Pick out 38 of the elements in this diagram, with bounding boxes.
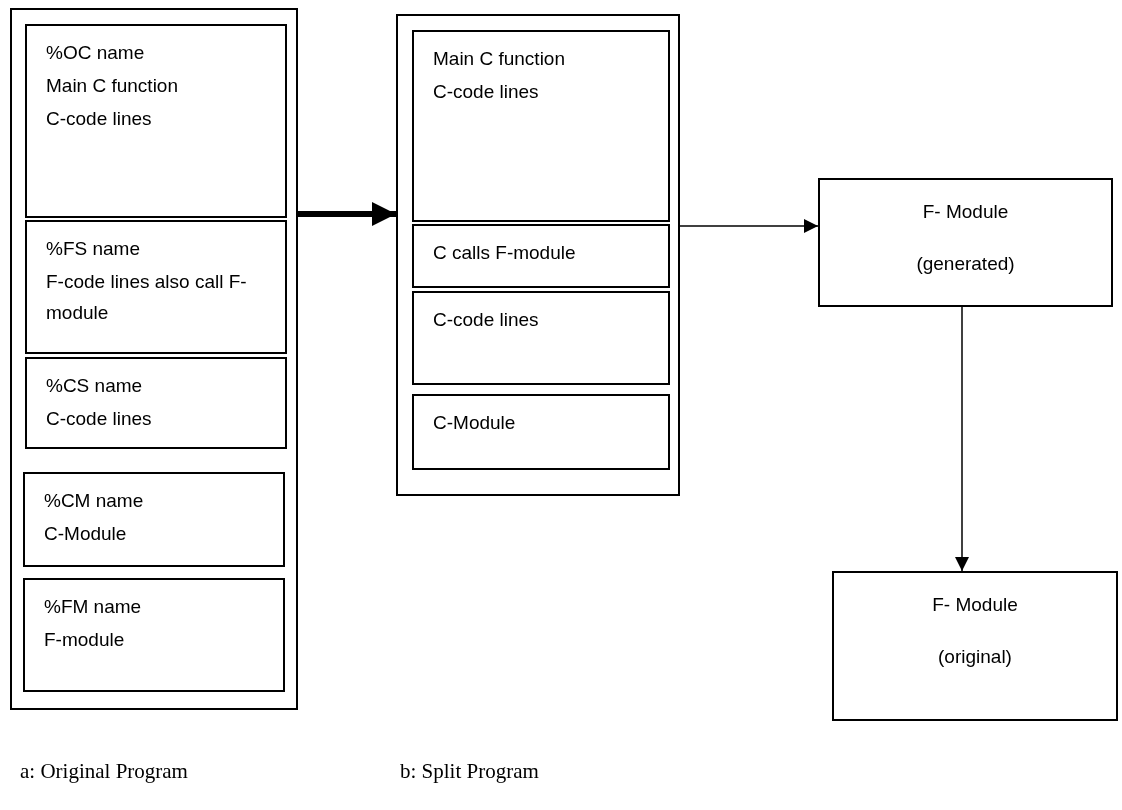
container-box: [396, 14, 680, 496]
section-text: C-code lines: [433, 80, 540, 104]
section-text: C-code lines: [433, 308, 540, 332]
section-heading: F- Module: [932, 593, 1018, 617]
code-section-box: [412, 30, 670, 222]
section-text: C calls F-module: [433, 241, 577, 265]
code-section-box: [412, 394, 670, 470]
section-text: C-code lines: [46, 407, 153, 431]
section-text: (generated): [916, 252, 1015, 276]
arrow: [955, 306, 969, 572]
section-text: C-code lines: [46, 107, 153, 131]
code-section-box: [25, 220, 287, 354]
figure-caption: b: Split Program: [400, 758, 539, 785]
section-heading: %FM name: [44, 595, 143, 619]
section-text: (original): [938, 645, 1012, 669]
section-text: C-Module: [44, 522, 128, 546]
module-box: [818, 178, 1113, 307]
section-text: F-code lines also call F-module: [46, 270, 248, 325]
code-section-box: [23, 472, 285, 567]
section-heading: Main C function: [433, 47, 566, 71]
code-section-box: [25, 357, 287, 449]
container-box: [10, 8, 298, 710]
section-text: C-Module: [433, 411, 517, 435]
section-heading: %CM name: [44, 489, 145, 513]
section-heading: F- Module: [922, 200, 1009, 224]
module-box: [832, 571, 1118, 721]
section-text: F-module: [44, 628, 126, 652]
code-section-box: [412, 224, 670, 288]
section-heading: %CS name: [46, 374, 144, 398]
section-heading: %OC name: [46, 41, 146, 65]
code-section-box: [25, 24, 287, 218]
arrow: [298, 202, 396, 226]
section-heading: %FS name: [46, 237, 141, 261]
figure-caption: a: Original Program: [20, 758, 188, 785]
arrow: [679, 219, 819, 233]
code-section-box: [23, 578, 285, 692]
section-text: Main C function: [46, 74, 179, 98]
code-section-box: [412, 291, 670, 385]
